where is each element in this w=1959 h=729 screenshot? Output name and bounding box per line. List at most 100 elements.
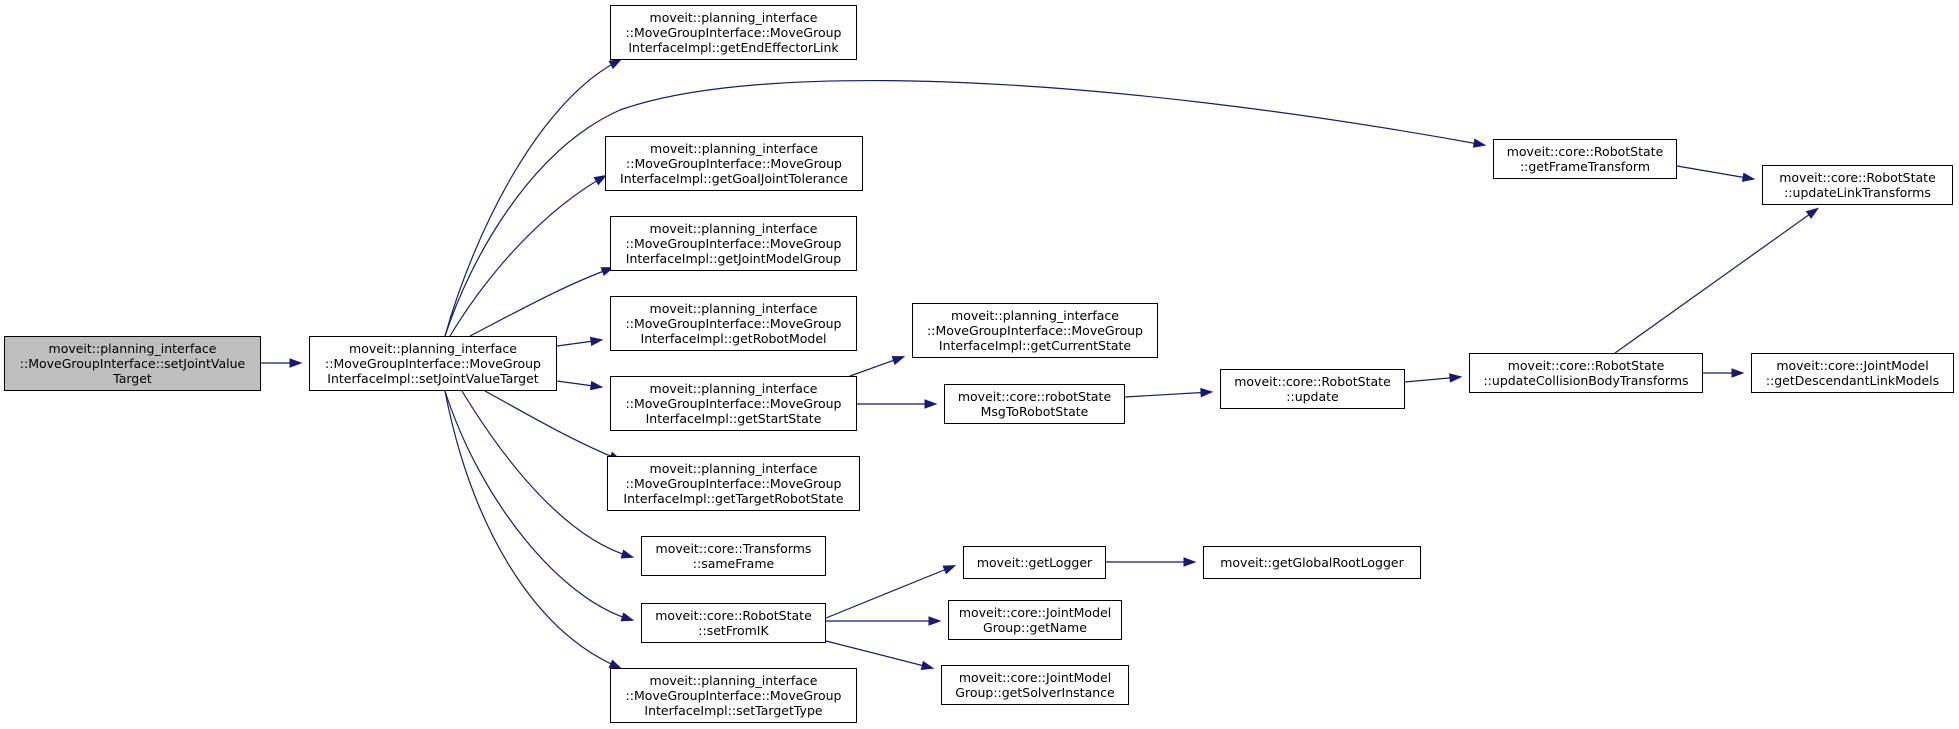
node-get-descendant-link-models[interactable]: moveit::core::JointModel::getDescendantL…: [1751, 353, 1954, 393]
node-label-line: InterfaceImpl::getStartState: [645, 411, 822, 426]
arrowhead-icon: [1183, 557, 1197, 567]
node-get-robot-model[interactable]: moveit::planning_interface::MoveGroupInt…: [610, 296, 857, 351]
node-get-frame-transform[interactable]: moveit::core::RobotState::getFrameTransf…: [1493, 139, 1677, 179]
node-label-line: moveit::core::RobotState: [1779, 170, 1936, 185]
node-label-line: moveit::core::RobotState: [1507, 358, 1665, 373]
node-label-line: ::MoveGroupInterface::MoveGroup: [325, 356, 541, 371]
node-root: moveit::planning_interface::MoveGroupInt…: [4, 336, 261, 391]
node-label-line: InterfaceImpl::getCurrentState: [938, 338, 1132, 353]
node-update[interactable]: moveit::core::RobotState::update: [1220, 369, 1405, 409]
node-label-line: moveit::core::RobotState: [1506, 144, 1664, 159]
edge-msgToRobotState-to-update: [1124, 391, 1212, 398]
node-label-line: moveit::core::RobotState: [1234, 374, 1391, 389]
node-set-target-type[interactable]: moveit::planning_interface::MoveGroupInt…: [610, 668, 857, 723]
node-get-logger[interactable]: moveit::getLogger: [963, 546, 1106, 579]
node-label-line: InterfaceImpl::setJointValueTarget: [327, 371, 539, 386]
edge-updateCollisionBodyTransforms-to-updateLinkTransforms: [1614, 208, 1818, 354]
node-label-line: ::MoveGroupInterface::MoveGroup: [927, 323, 1143, 338]
arrowhead-icon: [620, 549, 635, 559]
node-label-line: Target: [113, 371, 152, 386]
node-get-global-root-logger[interactable]: moveit::getGlobalRootLogger: [1203, 546, 1421, 579]
node-get-target-robot-state[interactable]: moveit::planning_interface::MoveGroupInt…: [607, 456, 860, 511]
node-label-line: moveit::planning_interface: [649, 381, 818, 396]
arrowhead-icon: [289, 358, 303, 368]
node-label-line: ::MoveGroupInterface::MoveGroup: [625, 236, 842, 251]
arrowhead-icon: [608, 58, 623, 70]
node-label-line: ::update: [1286, 389, 1339, 404]
node-label-line: ::MoveGroupInterface::MoveGroup: [625, 25, 842, 40]
node-label-line: moveit::planning_interface: [649, 10, 818, 25]
arrowhead-icon: [1449, 373, 1463, 383]
node-label-line: moveit::core::JointModel: [958, 605, 1112, 620]
node-set-from-ik[interactable]: moveit::core::RobotState::setFromIK: [641, 603, 826, 643]
node-label-line: moveit::getLogger: [976, 555, 1093, 570]
node-label-line: moveit::planning_interface: [649, 673, 818, 688]
node-label-line: ::sameFrame: [692, 556, 775, 571]
edge-impl_setJointValueTarget-to-getTargetRobotState: [484, 390, 621, 461]
node-label-line: InterfaceImpl::getJointModelGroup: [625, 251, 842, 266]
node-label-line: ::setFromIK: [698, 623, 769, 638]
node-get-goal-joint-tolerance[interactable]: moveit::planning_interface::MoveGroupInt…: [605, 136, 863, 191]
arrowhead-icon: [589, 380, 604, 391]
node-label-line: InterfaceImpl::getRobotModel: [640, 331, 827, 346]
arrowhead-icon: [593, 174, 608, 186]
node-label-line: moveit::getGlobalRootLogger: [1220, 555, 1404, 570]
node-label-line: moveit::core::RobotState: [655, 608, 812, 623]
node-label-line: moveit::planning_interface: [650, 141, 818, 156]
node-label-line: InterfaceImpl::getEndEffectorLink: [628, 40, 839, 55]
node-label-line: moveit::core::JointModel: [958, 670, 1112, 685]
node-get-end-effector-link[interactable]: moveit::planning_interface::MoveGroupInt…: [610, 5, 857, 60]
node-label-line: moveit::planning_interface: [48, 341, 217, 356]
node-update-collision-body-transforms[interactable]: moveit::core::RobotState::updateCollisio…: [1469, 353, 1703, 393]
arrowhead-icon: [1200, 387, 1214, 398]
node-label-line: ::MoveGroupInterface::MoveGroup: [625, 316, 842, 331]
node-label-line: moveit::planning_interface: [649, 221, 818, 236]
node-label-line: ::MoveGroupInterface::setJointValue: [19, 356, 246, 371]
node-label-line: MsgToRobotState: [980, 404, 1089, 419]
node-label-line: ::getFrameTransform: [1519, 159, 1651, 174]
node-impl-set-joint-value-target[interactable]: moveit::planning_interface::MoveGroupInt…: [309, 336, 557, 391]
node-same-frame[interactable]: moveit::core::Transforms::sameFrame: [641, 536, 826, 576]
edge-impl_setJointValueTarget-to-getEndEffectorLink: [444, 59, 621, 337]
arrowhead-icon: [920, 660, 935, 670]
node-label-line: InterfaceImpl::getTargetRobotState: [623, 491, 844, 506]
node-get-current-state[interactable]: moveit::planning_interface::MoveGroupInt…: [912, 303, 1158, 358]
arrowhead-icon: [924, 399, 938, 409]
edge-impl_setJointValueTarget-to-getFrameTransform: [444, 79, 1485, 337]
node-label-line: ::MoveGroupInterface::MoveGroup: [625, 688, 842, 703]
edge-setFromIK-to-getSolverInstance: [825, 640, 933, 669]
node-get-joint-model-group[interactable]: moveit::planning_interface::MoveGroupInt…: [610, 216, 857, 271]
arrowhead-icon: [1741, 172, 1756, 182]
arrowhead-icon: [1805, 207, 1820, 219]
arrowhead-icon: [942, 565, 957, 575]
node-label-line: moveit::planning_interface: [649, 461, 818, 476]
node-label-line: moveit::core::robotState: [957, 389, 1112, 404]
arrowhead-icon: [1472, 138, 1487, 148]
node-get-start-state[interactable]: moveit::planning_interface::MoveGroupInt…: [610, 376, 857, 431]
node-label-line: ::updateLinkTransforms: [1784, 185, 1931, 200]
node-label-line: ::MoveGroupInterface::MoveGroup: [625, 396, 842, 411]
arrowhead-icon: [1731, 368, 1745, 378]
node-label-line: ::updateCollisionBodyTransforms: [1483, 373, 1689, 388]
node-label-line: Group::getName: [983, 620, 1087, 635]
node-label-line: ::MoveGroupInterface::MoveGroup: [625, 476, 842, 491]
node-label-line: moveit::core::Transforms: [655, 541, 812, 556]
node-label-line: InterfaceImpl::setTargetType: [644, 703, 823, 718]
arrowhead-icon: [891, 356, 906, 365]
edge-getFrameTransform-to-updateLinkTransforms: [1676, 165, 1754, 180]
edge-impl_setJointValueTarget-to-setTargetType: [444, 390, 621, 669]
arrowhead-icon: [620, 612, 635, 622]
node-label-line: Group::getSolverInstance: [955, 685, 1115, 700]
edge-impl_setJointValueTarget-to-getJointModelGroup: [469, 267, 613, 337]
node-update-link-transforms[interactable]: moveit::core::RobotState::updateLinkTran…: [1762, 165, 1953, 205]
edge-setFromIK-to-getLogger: [825, 565, 955, 619]
node-label-line: moveit::core::JointModel: [1776, 358, 1929, 373]
node-label-line: ::MoveGroupInterface::MoveGroup: [626, 156, 842, 171]
node-label-line: InterfaceImpl::getGoalJointTolerance: [620, 171, 848, 186]
arrowhead-icon: [589, 336, 604, 347]
arrowhead-icon: [928, 616, 942, 626]
